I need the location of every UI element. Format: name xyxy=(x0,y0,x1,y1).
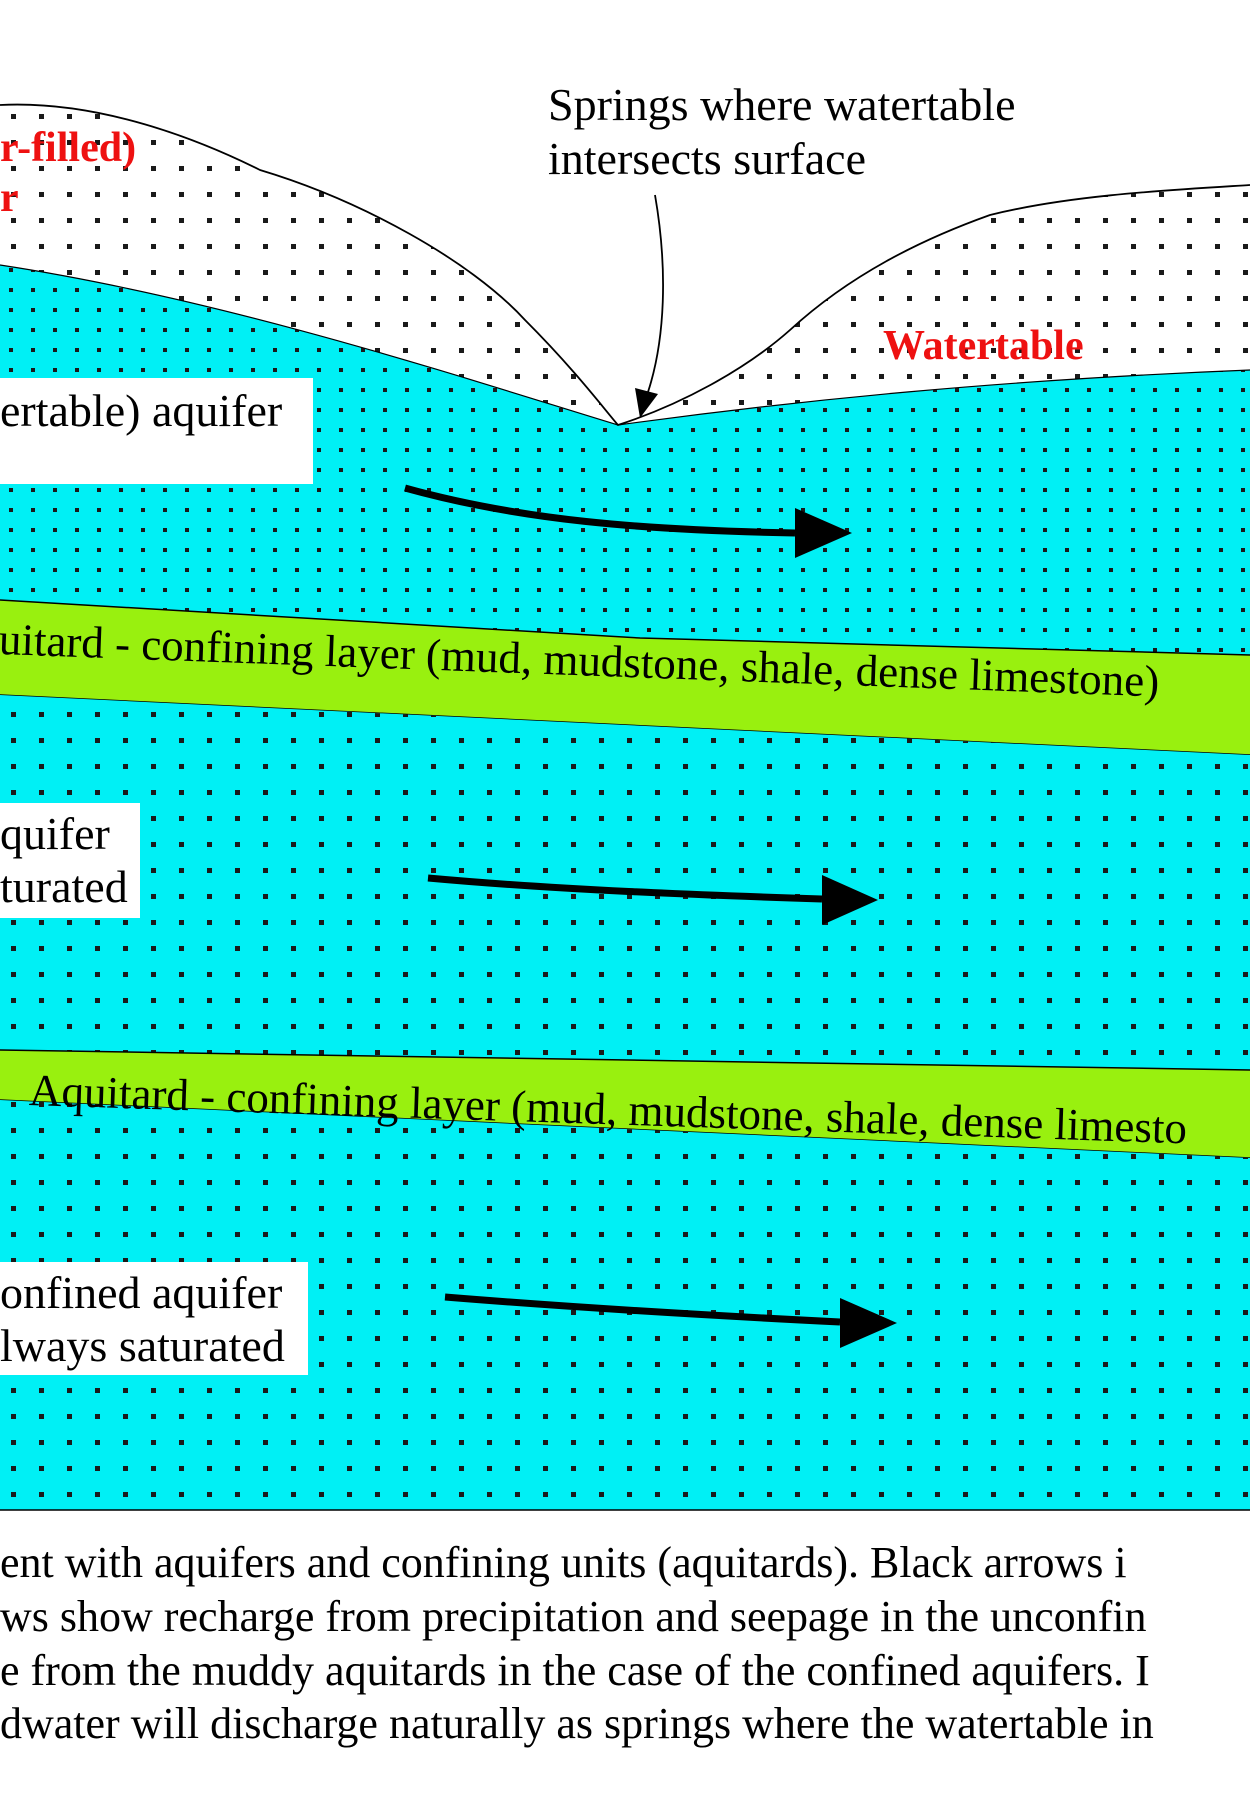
unconfined-aquifer-label: ertable) aquifer xyxy=(0,385,283,436)
confined-aquifer-label-line-2: lways saturated xyxy=(0,1320,285,1371)
flow-arrow-middle-head xyxy=(822,875,878,925)
confined-aquifer-label-box: onfined aquifer lways saturated xyxy=(0,1262,308,1375)
middle-aquifer-label-line-2: turated xyxy=(0,861,128,912)
lower-aquitard-top-edge xyxy=(0,1049,1250,1071)
upper-aquitard-layer xyxy=(0,600,1250,755)
vadose-zone xyxy=(0,104,1250,425)
springs-label-line-2: intersects surface xyxy=(548,133,867,184)
flow-arrow-unconfined-head xyxy=(795,508,852,558)
unconfined-aquifer-dots xyxy=(0,265,1250,655)
unconfined-aquifer-label-box: ertable) aquifer xyxy=(0,378,313,484)
middle-aquifer-dots xyxy=(0,695,1250,1070)
flow-arrow-confined xyxy=(444,1293,841,1326)
middle-aquifer-label-line-1: quifer xyxy=(0,808,110,859)
upper-aquitard-top-edge xyxy=(0,599,1250,656)
flow-arrow-middle xyxy=(427,874,823,903)
springs-pointer-arrowhead xyxy=(635,388,658,418)
caption-line-1: ent with aquifers and confining units (a… xyxy=(0,1538,1127,1587)
springs-pointer-line xyxy=(647,194,664,393)
caption-line-4: dwater will discharge naturally as sprin… xyxy=(0,1699,1154,1748)
watertable-label: Watertable xyxy=(883,323,1084,369)
caption-line-3: e from the muddy aquitards in the case o… xyxy=(0,1646,1150,1695)
watertable-line xyxy=(0,264,1250,426)
lower-aquitard-layer xyxy=(0,1050,1250,1158)
aquifer-cross-section-diagram xyxy=(0,103,1250,1511)
confined-aquifer-label-line-1: onfined aquifer xyxy=(0,1267,283,1318)
middle-aquifer-label-box: quifer turated xyxy=(0,803,140,918)
flow-arrow-unconfined xyxy=(404,484,796,537)
vadose-zone-label-line-2: r xyxy=(0,175,19,221)
vadose-zone-label-line-1: r-filled) xyxy=(0,125,137,171)
confined-aquifer-dots xyxy=(0,1100,1250,1510)
caption-line-2: ws show recharge from precipitation and … xyxy=(0,1592,1147,1641)
flow-arrow-confined-head xyxy=(840,1298,897,1348)
springs-label-line-1: Springs where watertable xyxy=(548,79,1016,130)
